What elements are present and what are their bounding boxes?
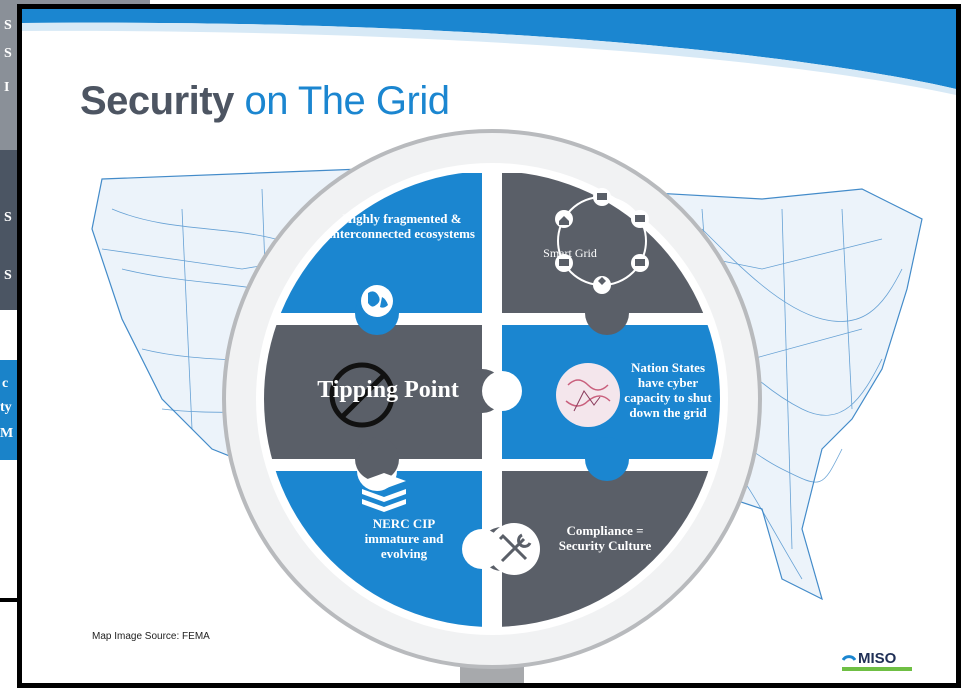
background-slide-letter: ty	[0, 400, 12, 415]
background-slide-letter: S	[4, 268, 12, 283]
slide: Security on The Grid	[17, 4, 961, 688]
tools-icon	[488, 523, 540, 575]
title-word-grid: on The Grid	[244, 79, 450, 123]
background-slide-letter: M	[0, 426, 14, 441]
piece-top-left-text: Highly fragmented & interconnected ecosy…	[329, 211, 475, 241]
background-slide-blue-panel	[0, 360, 20, 460]
magnifying-glass-diagram	[222, 129, 762, 683]
piece-bottom-right-text: Compliance = Security Culture	[558, 523, 652, 553]
piece-mid-left-text: Tipping Point	[317, 377, 459, 403]
title-word-security: Security	[80, 79, 234, 123]
piece-mid-left	[264, 325, 482, 459]
map-image-icon	[556, 363, 620, 427]
miso-logo-underline	[842, 667, 912, 671]
piece-top-right-text: Smart Grid	[543, 246, 597, 260]
slide-title: Security on The Grid	[80, 79, 450, 124]
no-symbol-icon	[329, 362, 395, 428]
miso-logo: MISO	[842, 645, 912, 673]
globe-icon	[361, 285, 393, 317]
background-slide-letter: S	[4, 210, 12, 225]
map-source-caption: Map Image Source: FEMA	[92, 631, 210, 642]
smart-grid-icon	[555, 188, 649, 294]
header-swoosh	[22, 9, 956, 96]
piece-mid-right-text: Nation States have cyber capacity to shu…	[624, 360, 712, 420]
background-slide-letter: S	[4, 46, 12, 61]
background-slide-letter: S	[4, 18, 12, 33]
piece-bottom-left-text: NERC CIP immature and evolving	[364, 516, 444, 561]
miso-logo-text: MISO	[858, 650, 897, 667]
stack-icon	[362, 473, 406, 512]
background-slide-letter: I	[4, 80, 10, 95]
background-slide-letter: c	[2, 376, 9, 391]
miso-logo-icon	[842, 655, 856, 661]
